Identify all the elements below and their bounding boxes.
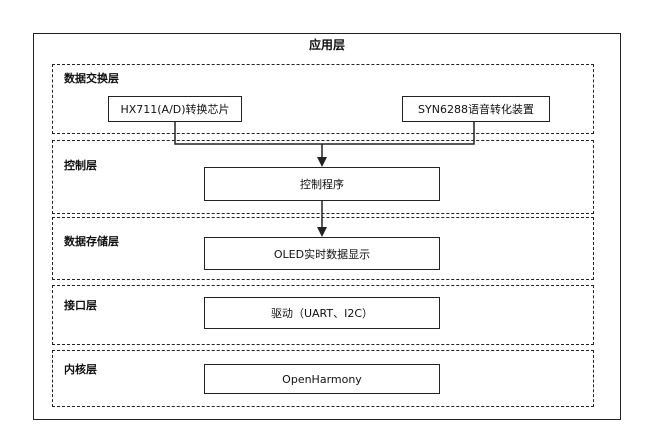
control-program-box: 控制程序 — [204, 167, 440, 201]
syn6288-voice-device-box: SYN6288语音转化装置 — [402, 96, 550, 122]
hx711-to-control-connector — [174, 122, 322, 145]
openharmony-box: OpenHarmony — [204, 364, 440, 394]
kernel-layer — [52, 350, 594, 407]
syn6288-to-control-connector — [322, 122, 475, 145]
interface-layer-label: 接口层 — [64, 299, 97, 312]
data-storage-layer — [52, 217, 594, 280]
data-storage-layer-label: 数据存储层 — [64, 235, 119, 248]
interface-layer — [52, 285, 594, 345]
data-exchange-layer-label: 数据交换层 — [64, 72, 119, 85]
arrow-head-to-oled — [317, 227, 327, 237]
driver-uart-i2c-box: 驱动（UART、I2C） — [204, 297, 440, 329]
control-layer-label: 控制层 — [64, 159, 97, 172]
application-layer-title: 应用层 — [308, 38, 345, 52]
oled-display-box: OLED实时数据显示 — [204, 237, 440, 270]
application-layer-frame — [33, 33, 621, 420]
control-layer — [52, 140, 594, 214]
data-exchange-layer — [52, 64, 594, 134]
hx711-adc-chip-box: HX711(A/D)转换芯片 — [108, 96, 242, 122]
kernel-layer-label: 内核层 — [64, 363, 97, 376]
arrow-head-to-control — [317, 157, 327, 167]
